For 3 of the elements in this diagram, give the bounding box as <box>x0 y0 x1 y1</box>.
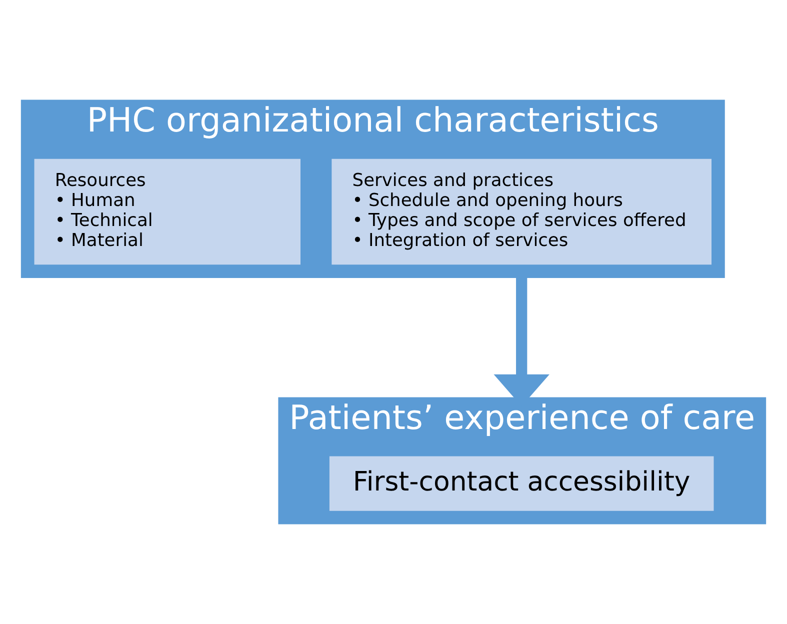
node-box: First-contact accessibility <box>329 456 714 511</box>
node-box: Services and practices • Schedule and opening hours • Types and scope of services offered • Integration of services <box>332 158 712 265</box>
node-box: Resources • Human • Technical • Material <box>34 158 300 265</box>
